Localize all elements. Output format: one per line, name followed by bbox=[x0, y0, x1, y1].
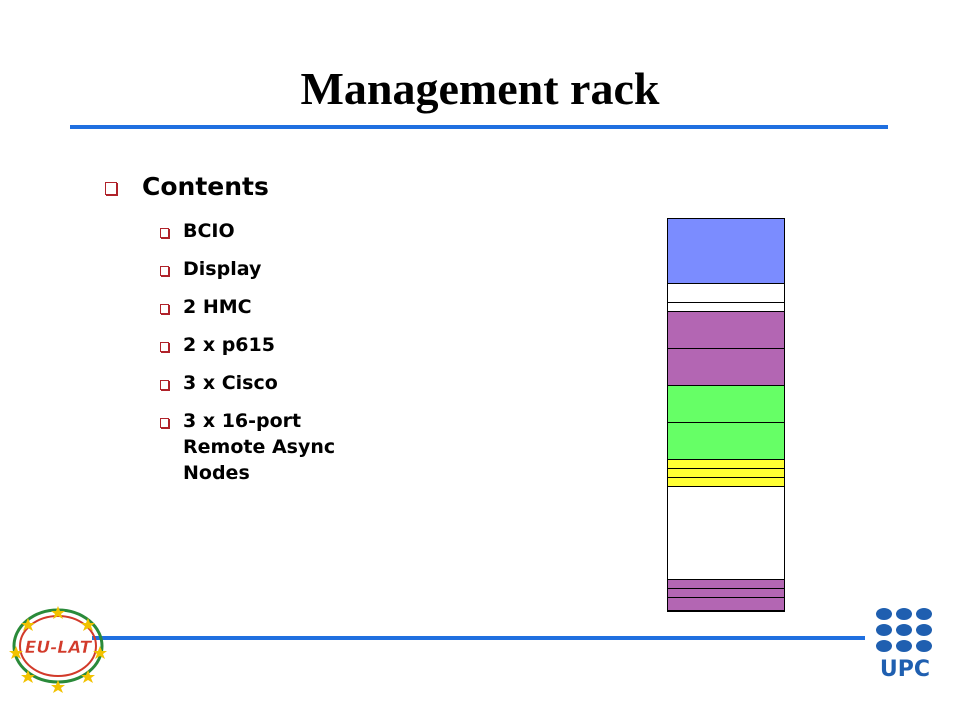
rack-slot bbox=[668, 423, 784, 460]
upc-logo-text: UPC bbox=[880, 657, 930, 680]
rack-slot bbox=[668, 580, 784, 589]
bullet-icon bbox=[160, 266, 169, 276]
bullet-icon bbox=[160, 304, 169, 314]
rack-slot bbox=[668, 284, 784, 303]
list-item-p615: 2 x p615 bbox=[183, 334, 275, 356]
rack-slot bbox=[668, 219, 784, 284]
bullet-icon bbox=[160, 342, 169, 352]
bullet-icon bbox=[160, 418, 169, 428]
title-underline bbox=[70, 125, 888, 129]
list-item-bcio: BCIO bbox=[183, 220, 235, 242]
list-item-hmc: 2 HMC bbox=[183, 296, 252, 318]
eu-lat-logo: EU-LAT bbox=[6, 598, 110, 694]
upc-logo: UPC bbox=[872, 606, 940, 682]
rack-diagram bbox=[667, 218, 785, 612]
bullet-icon bbox=[105, 182, 117, 195]
rack-slot bbox=[668, 312, 784, 349]
list-item-async-nodes: 3 x 16-port Remote Async Nodes bbox=[183, 410, 336, 484]
bottom-rule bbox=[92, 636, 865, 640]
rack-slot bbox=[668, 386, 784, 423]
slide-title: Management rack bbox=[300, 63, 660, 114]
list-item-cisco: 3 x Cisco bbox=[183, 372, 278, 394]
rack-slot bbox=[668, 589, 784, 598]
contents-heading: Contents bbox=[142, 172, 269, 201]
list-item-display: Display bbox=[183, 258, 262, 280]
rack-slot bbox=[668, 460, 784, 469]
rack-slot bbox=[668, 469, 784, 478]
bullet-icon bbox=[160, 380, 169, 390]
rack-slot bbox=[668, 487, 784, 580]
rack-slot bbox=[668, 598, 784, 611]
bullet-icon bbox=[160, 228, 169, 238]
rack-slot bbox=[668, 478, 784, 487]
rack-slot bbox=[668, 349, 784, 386]
rack-slot bbox=[668, 303, 784, 312]
eu-lat-logo-text: EU-LAT bbox=[25, 638, 93, 658]
